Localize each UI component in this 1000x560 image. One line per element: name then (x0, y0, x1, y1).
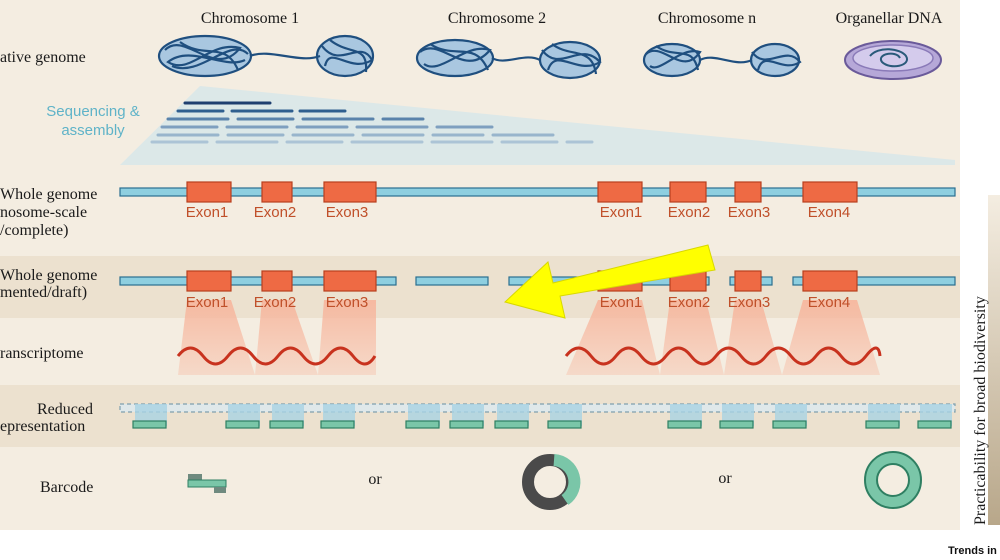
barcode-fragment-icon (187, 474, 227, 493)
chromosome-n-icon (642, 42, 802, 78)
partial-circular-genome-icon (522, 454, 581, 510)
draft-exon-label: Exon1 (600, 294, 643, 311)
draft-exon-3 (323, 270, 377, 292)
circular-barcode-icon (864, 451, 922, 509)
header-chromosome-1: Chromosome 1 (201, 10, 299, 27)
draft-exon-6 (734, 270, 762, 292)
draft-exon-label: Exon3 (728, 294, 771, 311)
row-label-whole-complete-1: Whole genome (0, 186, 97, 203)
draft-exon-label: Exon2 (668, 294, 711, 311)
row-label-native-genome: ative genome (0, 49, 86, 66)
complete-exon-4 (597, 181, 643, 203)
complete-exon-label: Exon2 (254, 204, 297, 221)
row-label-whole-complete-3: /complete) (0, 222, 68, 239)
draft-exon-1 (186, 270, 232, 292)
row-label-transcriptome: ranscriptome (0, 345, 84, 362)
or-label-1: or (368, 471, 382, 488)
complete-exon-label: Exon1 (186, 204, 229, 221)
complete-exon-6 (734, 181, 762, 203)
transcript-wave-1 (176, 346, 377, 366)
side-axis-label: Practicability for broad biodiversity (972, 296, 989, 525)
row-label-barcode: Barcode (40, 479, 93, 496)
chromosome-1-icon (157, 34, 375, 78)
draft-exon-label: Exon3 (326, 294, 369, 311)
draft-exon-labels: Exon1 Exon2 Exon3 Exon1 Exon2 Exon3 Exon… (186, 294, 851, 311)
brand-logo: Trends in (948, 545, 997, 557)
complete-exon-2 (261, 181, 293, 203)
draft-exon-label: Exon2 (254, 294, 297, 311)
complete-exon-5 (669, 181, 707, 203)
practicability-gradient-bar (988, 195, 1000, 525)
row-label-whole-draft-2: mented/draft) (0, 284, 87, 301)
complete-exons (186, 181, 858, 203)
draft-row-band (0, 256, 960, 318)
or-label-2: or (718, 470, 732, 487)
complete-exon-label: Exon3 (326, 204, 369, 221)
complete-exon-7 (802, 181, 858, 203)
complete-chromosome-bar (119, 187, 956, 197)
complete-exon-label: Exon3 (728, 204, 771, 221)
header-chromosome-n: Chromosome n (658, 10, 756, 27)
header-chromosome-2: Chromosome 2 (448, 10, 546, 27)
sequencing-fan (120, 86, 955, 165)
mitochondrion-icon (844, 40, 942, 80)
complete-exon-label: Exon1 (600, 204, 643, 221)
draft-exon-label: Exon1 (186, 294, 229, 311)
complete-exon-label: Exon4 (808, 204, 851, 221)
draft-exons (186, 270, 858, 292)
transcript-wave-2 (564, 346, 882, 366)
row-label-reduced-2: epresentation (0, 418, 85, 435)
complete-exon-label: Exon2 (668, 204, 711, 221)
header-organellar-dna: Organellar DNA (836, 10, 943, 27)
transcript-fans (178, 300, 880, 375)
row-label-reduced-1: Reduced (37, 401, 93, 418)
complete-exon-labels: Exon1 Exon2 Exon3 Exon1 Exon2 Exon3 Exon… (186, 204, 851, 221)
draft-exon-label: Exon4 (808, 294, 851, 311)
complete-exon-3 (323, 181, 377, 203)
draft-exon-2 (261, 270, 293, 292)
row-label-whole-draft-1: Whole genome (0, 267, 97, 284)
reduced-fragments (132, 420, 952, 429)
sequencing-label-line-2: assembly (61, 122, 125, 139)
complete-exon-1 (186, 181, 232, 203)
row-label-whole-complete-2: nosome-scale (0, 204, 87, 221)
sequencing-reads (150, 101, 594, 144)
draft-exon-7 (802, 270, 858, 292)
sequencing-label-line-1: Sequencing & (46, 103, 139, 120)
yellow-arrow-icon (503, 244, 716, 319)
reduced-reference-bar (119, 403, 956, 413)
chromosome-2-icon (415, 38, 602, 80)
